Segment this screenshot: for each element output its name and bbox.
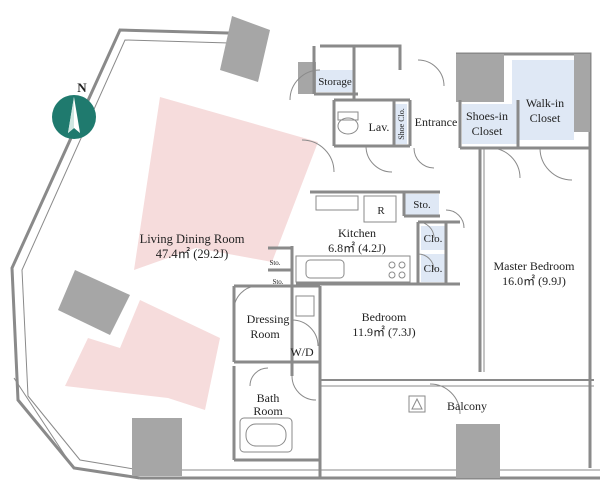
living-highlight-lower [65,300,220,410]
clo1-fill [421,226,445,250]
kitchen-fixtures [295,195,411,283]
closet-1-label: Clo. [424,233,443,245]
bedroom-name: Bedroom [362,310,407,324]
walkin-closet-fill [512,60,574,140]
balcony-outdoor-unit [408,395,426,413]
dressing-room-line1: Dressing [247,312,290,326]
kitchen-area: 6.8㎡ (4.2J) [328,241,386,255]
door-swings [233,59,573,415]
washer-dryer-label: W/D [290,345,314,359]
exterior-walls [10,28,600,480]
kitchen-sto-fill [405,194,439,216]
bath-fixtures [239,111,359,453]
master-bedroom-name: Master Bedroom [494,259,576,273]
balcony-label: Balcony [447,399,487,413]
walk-in-closet-line2: Closet [530,111,561,125]
shoes-in-closet-fill [462,104,518,144]
living-room-name: Living Dining Room [140,232,245,246]
shoe-closet-label: Shoe Clo. [397,108,406,140]
dressing-room-line2: Room [250,327,280,341]
kitchen-storage-label: Sto. [413,199,431,211]
compass-letter: N [77,80,87,95]
entrance-label: Entrance [415,115,458,129]
bath-room-line1: Bath [257,391,280,405]
storage-small-2-label: Sto. [272,278,283,286]
clo2-fill [421,254,445,282]
walk-in-closet-line1: Walk-in [526,96,564,110]
storage-label: Storage [318,76,352,88]
shoes-in-closet-line2: Closet [472,124,503,138]
closet-2-label: Clo. [424,263,443,275]
living-highlight-upper [134,97,318,270]
north-arrow-icon: N [52,80,96,139]
master-bedroom-area: 16.0㎡ (9.9J) [502,274,566,288]
interior-walls [232,46,590,478]
pillars [58,16,590,478]
shoes-in-closet-line1: Shoes-in [466,109,508,123]
bedroom-area: 11.9㎡ (7.3J) [352,325,415,339]
kitchen-name: Kitchen [338,226,376,240]
shoe-clo-fill [395,104,407,144]
refrigerator-label: R [377,205,385,217]
living-room-area: 47.4㎡ (29.2J) [156,247,229,261]
storage-fill [314,70,354,92]
bath-room-line2: Room [253,404,283,418]
lavatory-label: Lav. [369,120,390,134]
storage-small-1-label: Sto. [269,259,280,267]
